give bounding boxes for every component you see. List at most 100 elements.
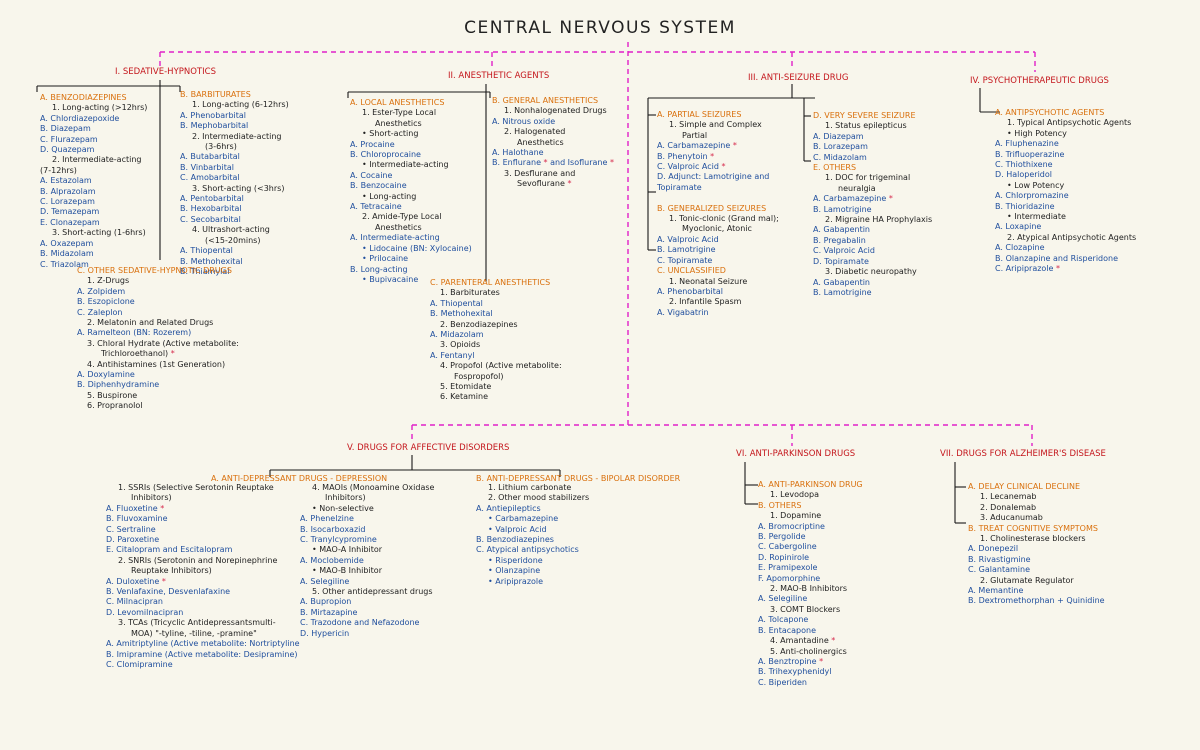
list-item: 2. Donalemab xyxy=(980,502,1037,512)
list-item: • Olanzapine xyxy=(488,566,541,576)
list-item: B. Lamotrigine xyxy=(813,204,872,214)
list-item: A. Butabarbital xyxy=(180,152,240,162)
section-heading: III. ANTI-SEIZURE DRUG xyxy=(748,73,849,83)
list-item: B. Imipramine (Active metabolite: Desipr… xyxy=(106,649,298,659)
list-item: • MAO-B Inhibitor xyxy=(312,566,382,576)
list-item: A. Intermediate-acting xyxy=(350,233,440,243)
list-item: 1. SSRIs (Selective Serotonin Reuptake xyxy=(118,483,274,492)
list-item: D. VERY SEVERE SEIZURE xyxy=(813,111,916,120)
list-item: C. Topiramate xyxy=(657,255,713,265)
list-item: C. Amobarbital xyxy=(180,173,240,183)
list-item: A. Estazolam xyxy=(40,176,92,186)
list-item: 4. Ultrashort-acting xyxy=(192,225,270,235)
list-item: C. Thiothixene xyxy=(995,160,1053,170)
section-affective-disorders: V. DRUGS FOR AFFECTIVE DISORDERS xyxy=(347,443,509,454)
list-item: Myoclonic, Atonic xyxy=(682,224,752,234)
list-item: 2. Melatonin and Related Drugs xyxy=(87,318,214,328)
list-item: 2. Other mood stabilizers xyxy=(488,493,590,503)
list-item: B. GENERALIZED SEIZURES xyxy=(657,203,767,213)
section-anesthetic-agents: II. ANESTHETIC AGENTS xyxy=(448,71,549,82)
list-item: D. Hypericin xyxy=(300,628,350,638)
page-title: CENTRAL NERVOUS SYSTEM xyxy=(464,18,736,38)
list-item: A. Chlorpromazine xyxy=(995,191,1069,201)
list-item: 3. Opioids xyxy=(440,340,481,350)
list-item: B. Diazepam xyxy=(40,124,91,134)
list-item: C. Trazodone and Nefazodone xyxy=(300,618,420,628)
list-item: • High Potency xyxy=(1007,128,1067,138)
list-item: A. Pentobarbital xyxy=(180,194,244,204)
list-item: C. Atypical antipsychotics xyxy=(476,545,579,555)
list-item: • Prilocaine xyxy=(362,254,409,264)
list-item: 1. Levodopa xyxy=(770,490,819,500)
list-item: D. Temazepam xyxy=(40,207,100,217)
list-item: 4. Amantadine * xyxy=(770,636,836,646)
list-item: B. Mephobarbital xyxy=(180,121,249,131)
section-heading: V. DRUGS FOR AFFECTIVE DISORDERS xyxy=(347,443,510,453)
list-item: D. Haloperidol xyxy=(995,170,1052,180)
asterisk-mark: * xyxy=(828,636,836,646)
list-item: C. Lorazepam xyxy=(40,197,95,207)
list-item: • Aripiprazole xyxy=(488,576,544,586)
list-item: C. Milnacipran xyxy=(106,597,163,607)
list-item: neuralgia xyxy=(838,183,876,193)
list-item: 1. Barbiturates xyxy=(440,288,500,298)
list-item: A. Donepezil xyxy=(968,544,1019,554)
list-item: A. Moclobemide xyxy=(300,555,364,565)
list-item: 2. SNRIs (Serotonin and Norepinephrine xyxy=(118,555,278,565)
list-item: • Risperidone xyxy=(488,555,543,565)
list-item: A. Vigabatrin xyxy=(657,307,709,317)
list-item: A. Cocaine xyxy=(350,170,393,180)
list-item: D. Adjunct: Lamotrigine and xyxy=(657,172,770,182)
list-item: 3. Short-acting (<3hrs) xyxy=(192,183,285,193)
list-item: 1. Simple and Complex xyxy=(669,120,762,130)
list-item: Inhibitors) xyxy=(325,493,366,503)
list-item: C. Biperiden xyxy=(758,677,807,687)
list-item: A. LOCAL ANESTHETICS xyxy=(350,98,445,107)
list-item: 1. Cholinesterase blockers xyxy=(980,534,1086,544)
list-item: 5. Buspirone xyxy=(87,390,138,400)
list-item: B. Pergolide xyxy=(758,532,806,542)
list-item: 3. Aducanumab xyxy=(980,513,1043,523)
list-item: A. Benztropine * xyxy=(758,656,824,666)
list-item: B. Vinbarbital xyxy=(180,162,234,172)
list-item: B. Fluvoxamine xyxy=(106,514,168,524)
list-item: C. Triazolam xyxy=(40,259,89,269)
list-item: A. Valproic Acid xyxy=(657,234,719,244)
list-item: • Lidocaine (BN: Xylocaine) xyxy=(362,243,472,253)
list-item: C. Midazolam xyxy=(813,152,867,162)
list-item: A. Diazepam xyxy=(813,131,864,141)
list-item: 2. Intermediate-acting xyxy=(52,155,142,165)
list-item: 2. Benzodiazepines xyxy=(440,319,518,329)
section-heading: IV. PSYCHOTHERAPEUTIC DRUGS xyxy=(970,76,1109,86)
list-item: A. Phenobarbital xyxy=(657,286,724,296)
list-item: B. Venlafaxine, Desvenlafaxine xyxy=(106,587,231,597)
list-item: E. Citalopram and Escitalopram xyxy=(106,545,233,555)
list-item: A. Selegiline xyxy=(758,594,808,604)
list-item: Partial xyxy=(682,130,708,140)
list-item: • MAO-A Inhibitor xyxy=(312,545,383,555)
list-item: 1. Nonhalogenated Drugs xyxy=(504,106,607,116)
list-item: C. Valproic Acid * xyxy=(657,162,726,172)
list-item: B. Lamotrigine xyxy=(657,245,716,255)
list-item: A. Oxazepam xyxy=(40,238,94,248)
list-item: C. Galantamine xyxy=(968,565,1031,575)
list-item: 2. Infantile Spasm xyxy=(669,297,742,307)
list-item: 3. TCAs (Tricyclic Antidepressantsmulti- xyxy=(118,618,276,628)
list-item: C. UNCLASSIFIED xyxy=(657,266,726,276)
list-item: 2. Halogenated xyxy=(504,127,566,137)
list-item: (3-6hrs) xyxy=(205,142,237,152)
list-item: Topiramate xyxy=(657,182,702,192)
list-item: 5. Anti-cholinergics xyxy=(770,646,847,656)
list-item: C. Aripiprazole * xyxy=(995,264,1061,274)
list-item: A. Tetracaine xyxy=(350,202,402,212)
section-sedative-hypnotics: I. SEDATIVE-HYPNOTICS xyxy=(115,67,216,78)
list-item: B. Long-acting xyxy=(350,264,408,274)
list-item: 1. DOC for trigeminal xyxy=(825,173,911,183)
